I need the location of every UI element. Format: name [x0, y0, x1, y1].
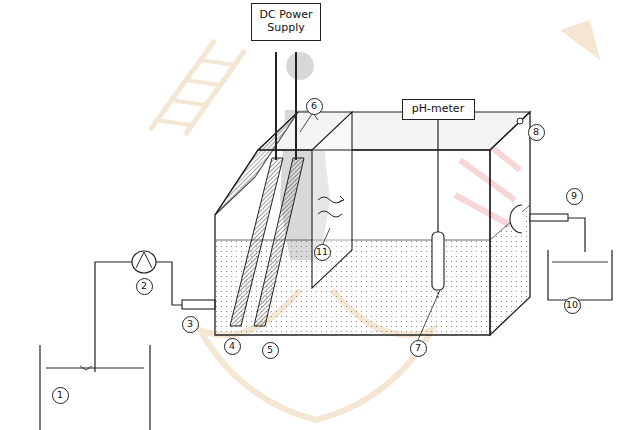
callout-number: 10: [564, 297, 581, 314]
callout-number-text: 1: [57, 390, 63, 400]
callout-number-text: 8: [533, 127, 539, 137]
callout-number: 1: [52, 387, 69, 404]
box-label: DC Power Supply: [259, 9, 313, 34]
watermark: [150, 20, 600, 420]
callout-number-text: 3: [187, 319, 193, 329]
callout-number: 8: [528, 124, 545, 141]
callout-number-text: 4: [229, 341, 235, 351]
callout-number-text: 10: [566, 300, 578, 310]
callout-number: 11: [314, 244, 331, 261]
callout-number: 7: [410, 340, 427, 357]
callout-number-text: 9: [571, 191, 577, 201]
meter-box: pH-meter: [402, 99, 475, 120]
callout-number: 9: [566, 188, 583, 205]
callout-number: 5: [262, 342, 279, 359]
power-supply-box: DC Power Supply: [251, 3, 321, 41]
callout-number-text: 6: [311, 101, 317, 111]
callout-number: 3: [182, 316, 199, 333]
box-label: pH-meter: [412, 103, 464, 116]
callout-number-text: 5: [267, 345, 273, 355]
callout-number: 6: [306, 98, 323, 115]
callout-number-text: 7: [415, 343, 421, 353]
callout-number: 4: [224, 338, 241, 355]
callout-number-text: 11: [316, 247, 328, 257]
callout-number: 2: [136, 278, 153, 295]
callout-number-text: 2: [141, 281, 147, 291]
